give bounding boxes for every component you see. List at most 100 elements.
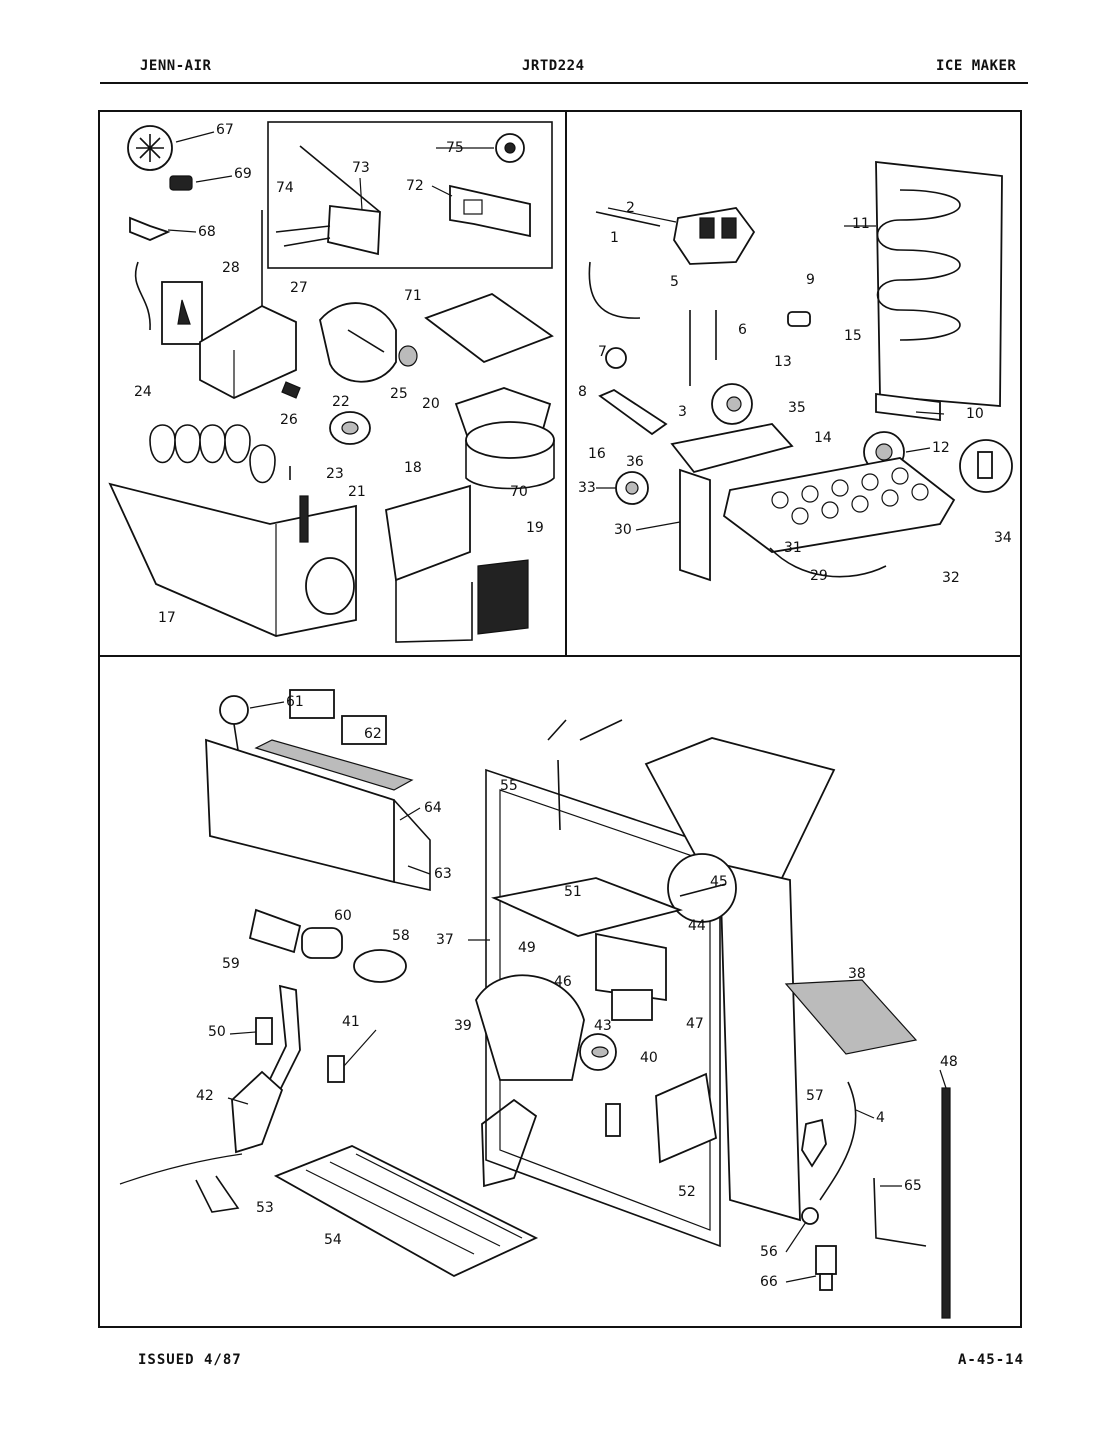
- callout-labels: 67 69 68 28 27 24 26 22 25 20 23 21 17 1…: [134, 122, 1012, 1290]
- callout-2: 2: [626, 200, 635, 216]
- callout-24: 24: [134, 384, 152, 400]
- part-59-60-58-light: [248, 908, 407, 983]
- part-49-chute-plate: [491, 877, 683, 937]
- part-62-switches: [289, 689, 387, 745]
- callout-41: 41: [342, 1014, 360, 1030]
- callout-14: 14: [814, 430, 832, 446]
- part-26-clip: [281, 381, 301, 399]
- callout-42-left: 42: [196, 1088, 214, 1104]
- callout-48: 48: [940, 1054, 958, 1070]
- callout-72: 72: [406, 178, 424, 194]
- callout-74: 74: [276, 180, 294, 196]
- callout-43: 43: [594, 1018, 612, 1034]
- panel-divider-vertical: [565, 112, 567, 657]
- callout-50-left: 50: [208, 1024, 226, 1040]
- callout-58: 58: [392, 928, 410, 944]
- part-7-inlet-tube: [588, 261, 641, 319]
- callout-34: 34: [994, 530, 1012, 546]
- part-24-heater-coil: [149, 424, 276, 484]
- part-63-64-bracket: [205, 738, 431, 891]
- leader-lines: [167, 131, 947, 1283]
- part-70-module: [454, 387, 555, 490]
- callout-63: 63: [434, 866, 452, 882]
- callout-8: 8: [578, 384, 587, 400]
- part-55-harness: [547, 719, 623, 831]
- callout-64: 64: [424, 800, 442, 816]
- part-71-cover-plate: [424, 292, 554, 364]
- part-57-fitting: [801, 1118, 827, 1168]
- part-68-fan-blade: [129, 216, 171, 241]
- callout-71: 71: [404, 288, 422, 304]
- part-4-tube: [819, 1081, 857, 1201]
- callout-16: 16: [588, 446, 606, 462]
- part-2-water-valve: [673, 207, 756, 265]
- callout-17: 17: [158, 610, 176, 626]
- callout-69: 69: [234, 166, 252, 182]
- callout-56: 56: [760, 1244, 778, 1260]
- callout-9: 9: [806, 272, 815, 288]
- part-31-wire: [769, 547, 887, 578]
- part-3-13-tubes: [689, 310, 717, 386]
- part-11-evaporator-plate: [875, 160, 1003, 407]
- callout-35: 35: [788, 400, 806, 416]
- part-46-47-solenoid: [595, 932, 667, 1021]
- callout-45: 45: [710, 874, 728, 890]
- callout-66: 66: [760, 1274, 778, 1290]
- callout-6: 6: [738, 322, 747, 338]
- part-39-door: [475, 974, 585, 1081]
- callout-68: 68: [198, 224, 216, 240]
- callout-7: 7: [598, 344, 607, 360]
- callout-29: 29: [810, 568, 828, 584]
- part-61-switch: [219, 695, 249, 751]
- callout-15: 15: [844, 328, 862, 344]
- part-34-switch: [959, 439, 1013, 493]
- part-50-clips: [255, 1017, 621, 1137]
- section-label: ICE MAKER: [936, 58, 1017, 74]
- part-30-36-housing: [670, 423, 794, 582]
- callout-54: 54: [324, 1232, 342, 1248]
- model-label: JRTD224: [522, 58, 585, 74]
- part-20-bushing: [398, 345, 418, 367]
- part-19-seal: [477, 559, 529, 635]
- callout-19: 19: [526, 520, 544, 536]
- part-65-tube: [873, 1177, 927, 1247]
- callout-40: 40: [640, 1050, 658, 1066]
- diagram-frame: [98, 110, 1022, 1328]
- part-8-grommet: [605, 347, 627, 369]
- callout-67: 67: [216, 122, 234, 138]
- callout-55: 55: [500, 778, 518, 794]
- part-16-sleeve: [598, 388, 668, 436]
- callout-4: 4: [876, 1110, 885, 1126]
- part-9-clip: [787, 311, 811, 327]
- part-38-heater-strip: [784, 979, 918, 1055]
- header-rule: [100, 82, 1028, 84]
- callout-36: 36: [626, 454, 644, 470]
- part-18-chute: [384, 484, 473, 643]
- part-66-fitting: [815, 1245, 837, 1291]
- callout-11: 11: [852, 216, 870, 232]
- callout-27: 27: [290, 280, 308, 296]
- part-27-housing: [199, 210, 297, 400]
- part-52-cover: [655, 1072, 717, 1164]
- callout-25: 25: [390, 386, 408, 402]
- part-48-rod: [941, 1087, 951, 1319]
- callout-18: 18: [404, 460, 422, 476]
- callout-31: 31: [784, 540, 802, 556]
- callout-51: 51: [564, 884, 582, 900]
- part-56-clamp: [801, 1207, 819, 1225]
- part-bucket: [644, 737, 836, 1222]
- callout-70: 70: [510, 484, 528, 500]
- callout-23: 23: [326, 466, 344, 482]
- callout-10: 10: [966, 406, 984, 422]
- part-67-cam-gear: [127, 125, 173, 171]
- part-25-gear: [329, 411, 371, 445]
- callout-65: 65: [904, 1178, 922, 1194]
- issued-date: ISSUED 4/87: [138, 1352, 242, 1368]
- callout-30: 30: [614, 522, 632, 538]
- callout-12: 12: [932, 440, 950, 456]
- callout-20: 20: [422, 396, 440, 412]
- callout-60: 60: [334, 908, 352, 924]
- callout-13: 13: [774, 354, 792, 370]
- part-42-pad: [231, 1070, 538, 1188]
